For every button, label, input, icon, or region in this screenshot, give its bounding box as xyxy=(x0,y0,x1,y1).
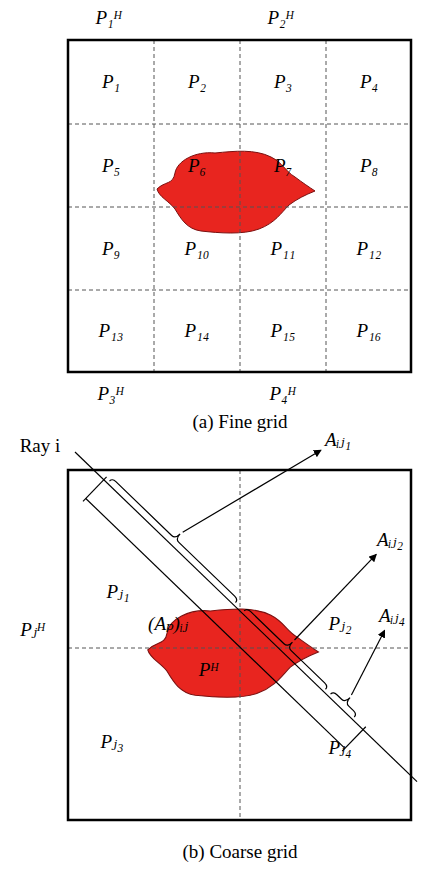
particle-blob xyxy=(148,609,319,697)
cell-label: P₁ᴴ xyxy=(96,8,121,29)
cell-label: P₄ xyxy=(360,72,378,93)
cell-label: P₁₄ xyxy=(185,321,210,342)
area-label: (Aₚ)ᵢⱼ xyxy=(148,614,188,635)
cell-label: P₄ᴴ xyxy=(270,384,295,405)
cell-label: P₉ xyxy=(102,239,120,260)
ray-label: Ray i xyxy=(20,436,61,457)
fine-grid xyxy=(68,40,411,372)
caption: (b) Coarse grid xyxy=(182,842,297,863)
cell-label: Pᴴ xyxy=(199,660,217,681)
ray-line xyxy=(86,498,345,748)
length-brace xyxy=(331,693,356,717)
cell-label: P₇ xyxy=(274,156,292,177)
ray-line xyxy=(75,452,417,782)
caption: (a) Fine grid xyxy=(193,412,288,433)
area-label: Aᵢⱼ₂ xyxy=(377,530,403,551)
cell-label: P₁₂ xyxy=(357,239,382,260)
area-label: Aᵢⱼ₁ xyxy=(325,430,351,451)
cell-label: P₃ᴴ xyxy=(98,384,123,405)
cell-label: P₁ xyxy=(102,72,120,93)
cell-frame xyxy=(68,40,411,372)
strip-tick xyxy=(83,477,107,501)
leader-arrow xyxy=(183,450,321,532)
cell-label: Pⱼ₃ xyxy=(100,732,123,753)
cell-label: P₂ xyxy=(188,72,206,93)
ray-strip xyxy=(75,450,417,781)
cell-label: P₁₆ xyxy=(357,321,382,342)
cell-frame xyxy=(68,470,411,820)
cell-label: P₈ xyxy=(360,156,378,177)
cell-label: P₁₀ xyxy=(185,239,210,260)
cell-label: Pⱼ₁ xyxy=(106,582,129,603)
particle-blob xyxy=(157,151,315,233)
leader-arrow xyxy=(351,630,384,695)
leader-arrow xyxy=(295,554,377,640)
coarse-grid xyxy=(68,450,417,820)
cell-label: P₁₁ xyxy=(271,239,296,260)
cell-label: Pⱼ₂ xyxy=(328,614,351,635)
cell-label: Pⱼ₄ xyxy=(328,738,351,759)
cell-label: P₃ xyxy=(274,72,292,93)
cell-label: P₅ xyxy=(102,156,120,177)
area-label: Aᵢⱼ₄ xyxy=(379,606,405,627)
cell-label: P₆ xyxy=(188,156,206,177)
cell-label: Pⱼᴴ xyxy=(20,620,43,641)
cell-label: P₁₅ xyxy=(271,321,296,342)
cell-label: P₁₃ xyxy=(99,321,124,342)
length-brace xyxy=(244,610,327,690)
cell-label: P₂ᴴ xyxy=(268,8,293,29)
